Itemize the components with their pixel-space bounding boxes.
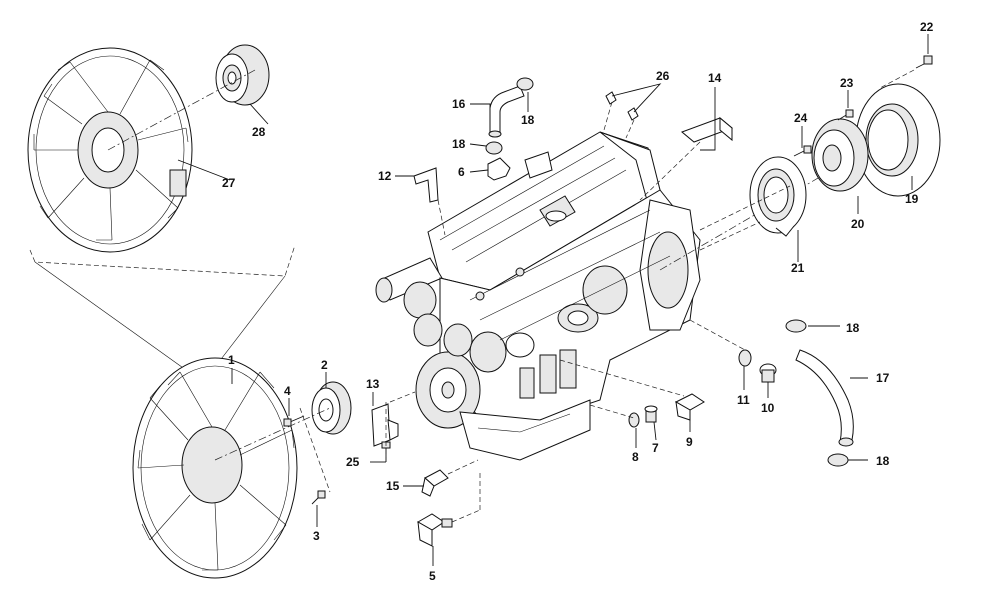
seal-11 [738, 349, 752, 367]
fitting-9 [674, 393, 705, 421]
callout-16: 16 [452, 97, 466, 111]
callout-18-top: 18 [521, 113, 535, 127]
bolt-23 [837, 109, 854, 121]
bracket-12 [413, 167, 439, 203]
callout-2: 2 [321, 358, 328, 372]
clamp-18-right-bottom [827, 453, 849, 467]
callout-18-right-top: 18 [846, 321, 860, 335]
callout-19: 19 [905, 192, 919, 206]
callout-23: 23 [840, 76, 854, 90]
callout-26: 26 [656, 69, 670, 83]
fitting-5 [416, 513, 453, 547]
engine-block [375, 131, 701, 461]
callout-6: 6 [458, 165, 465, 179]
callout-18-left: 18 [452, 137, 466, 151]
flywheel-housing-19 [855, 83, 941, 197]
callout-4: 4 [284, 384, 291, 398]
callout-3: 3 [313, 529, 320, 543]
clip-26a [605, 91, 617, 105]
callout-17: 17 [876, 371, 890, 385]
callout-27: 27 [222, 176, 236, 190]
hose-16 [488, 85, 525, 138]
bolt-24 [793, 145, 812, 157]
hose-17 [795, 349, 854, 447]
callout-25: 25 [346, 455, 360, 469]
callout-10: 10 [761, 401, 775, 415]
leader-lines [177, 34, 929, 566]
callout-21: 21 [791, 261, 805, 275]
callout-9: 9 [686, 435, 693, 449]
fitting-15 [421, 469, 449, 497]
plug-7 [644, 405, 658, 423]
callout-1: 1 [228, 353, 235, 367]
callout-14: 14 [708, 71, 722, 85]
clamp-18-top [516, 77, 534, 91]
seal-8 [628, 412, 640, 428]
callout-8: 8 [632, 450, 639, 464]
fan-assembly-1 [132, 357, 298, 579]
bracket-14 [681, 116, 733, 143]
callout-labels: 1 2 3 4 5 6 7 8 9 10 11 12 13 14 15 16 1… [222, 20, 934, 583]
callout-5: 5 [429, 569, 436, 583]
callout-28: 28 [252, 125, 266, 139]
bracket-13 [371, 403, 399, 447]
fitting-6 [487, 157, 511, 181]
pulley-2 [311, 381, 352, 435]
callout-11: 11 [737, 393, 750, 407]
callout-13: 13 [366, 377, 380, 391]
callout-22: 22 [920, 20, 934, 34]
bolt-22 [915, 55, 933, 69]
callout-15: 15 [386, 479, 400, 493]
callout-7: 7 [652, 441, 659, 455]
callout-24: 24 [794, 111, 808, 125]
flywheel-20 [811, 118, 869, 192]
callout-18-right-bottom: 18 [876, 454, 890, 468]
fan-hub-28 [215, 44, 270, 106]
fan-27 [27, 47, 193, 253]
callout-12: 12 [378, 169, 392, 183]
bolt-4 [283, 415, 305, 427]
fan-detail-view [27, 44, 296, 381]
callout-20: 20 [851, 217, 865, 231]
clamp-18-right-top [785, 319, 807, 333]
clamp-18-upper-left [485, 141, 503, 155]
seal-plate-21 [749, 156, 807, 237]
bolt-3 [311, 490, 326, 505]
plug-10 [759, 363, 777, 383]
